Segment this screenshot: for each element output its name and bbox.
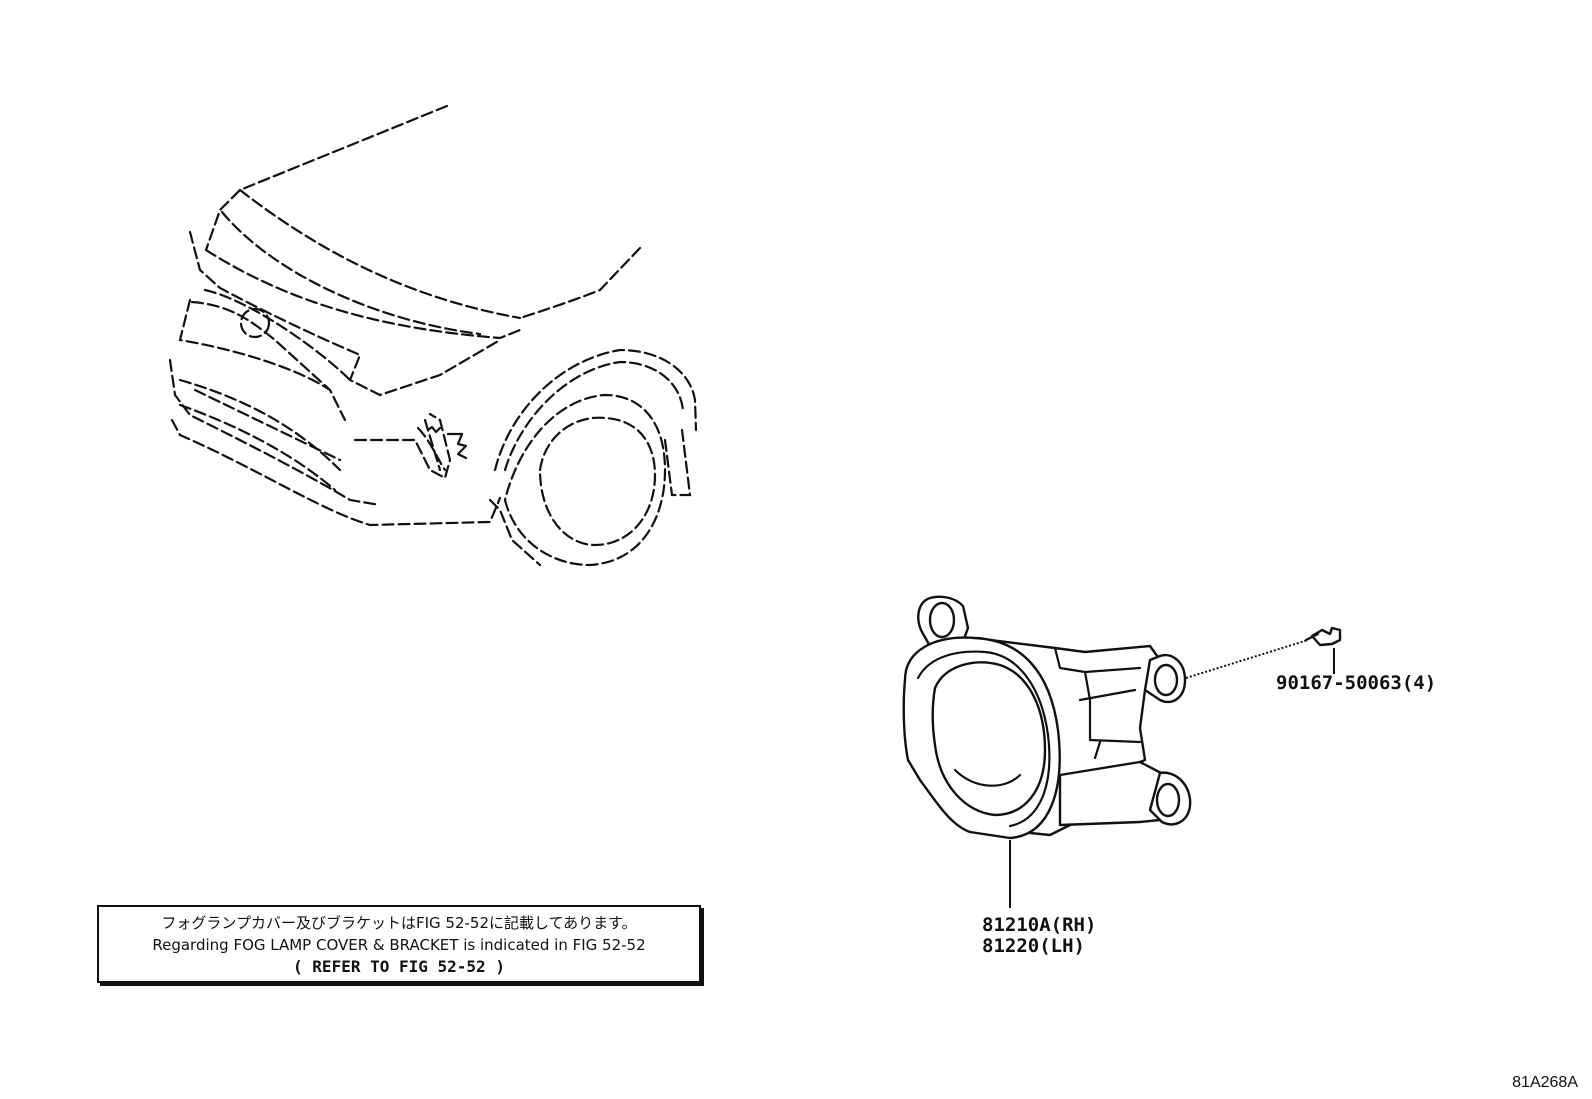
diagram-id-label: 81A268A [1512, 1074, 1578, 1091]
part-number-fog-lamp-lh[interactable]: 81220(LH) [982, 935, 1085, 957]
fog-lamp-illustration [902, 595, 1192, 840]
part-number-fog-lamp-rh[interactable]: 81210A(RH) [982, 914, 1097, 936]
reference-note-box: フォグランプカバー及びブラケットはFIG 52-52に記載してあります。 Reg… [97, 905, 701, 983]
vehicle-front-illustration [168, 104, 698, 567]
screw-to-lamp-leader [1185, 639, 1309, 679]
note-japanese-text: フォグランプカバー及びブラケットはFIG 52-52に記載してあります。 [161, 914, 637, 932]
screw-illustration [1304, 626, 1342, 647]
note-english-text: Regarding FOG LAMP COVER & BRACKET is in… [152, 936, 646, 954]
note-refer-link[interactable]: ( REFER TO FIG 52-52 ) [293, 957, 505, 976]
part-number-screw[interactable]: 90167-50063(4) [1276, 672, 1437, 694]
